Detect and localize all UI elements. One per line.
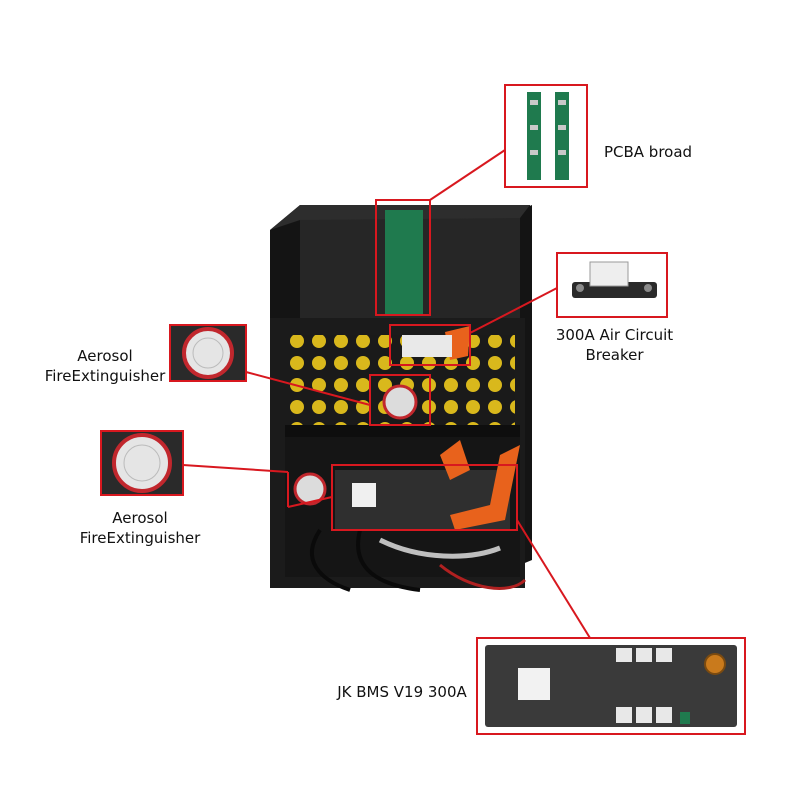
breaker-label-line1: 300A Air Circuit	[555, 326, 674, 344]
fire-bottom-connector-3	[287, 496, 333, 508]
breaker-callout-box	[389, 324, 471, 366]
pcba-callout-box	[375, 199, 431, 316]
fire-top-callout-box	[369, 374, 431, 426]
fire-extinguisher-top-inset	[169, 324, 247, 382]
breaker-label: 300A Air Circuit Breaker	[552, 325, 677, 365]
breaker-connector	[469, 287, 558, 334]
fire-top-connector	[245, 371, 371, 406]
bms-label-text: JK BMS V19 300A	[337, 683, 467, 701]
fire-bottom-label-line1: Aerosol	[112, 509, 168, 527]
bms-inset	[476, 637, 746, 735]
bms-label: JK BMS V19 300A	[332, 682, 472, 702]
fire-bottom-label-line2: FireExtinguisher	[79, 529, 201, 547]
fire-extinguisher-bottom-inset	[100, 430, 184, 496]
fire-bottom-connector	[182, 464, 289, 473]
battery-cabinet	[270, 205, 532, 592]
pcba-label: PCBA broad	[598, 142, 698, 162]
breaker-inset	[556, 252, 668, 318]
fire-top-label-line2: FireExtinguisher	[44, 367, 166, 385]
fire-top-label: Aerosol FireExtinguisher	[40, 346, 170, 386]
fire-bottom-label: Aerosol FireExtinguisher	[75, 508, 205, 548]
callout-lines	[182, 149, 591, 639]
breaker-label-line2: Breaker	[585, 346, 644, 364]
pcba-inset	[504, 84, 588, 188]
pcba-connector	[429, 149, 506, 201]
pcba-label-text: PCBA broad	[603, 143, 693, 161]
bms-connector	[516, 519, 591, 639]
fire-top-label-line1: Aerosol	[77, 347, 133, 365]
